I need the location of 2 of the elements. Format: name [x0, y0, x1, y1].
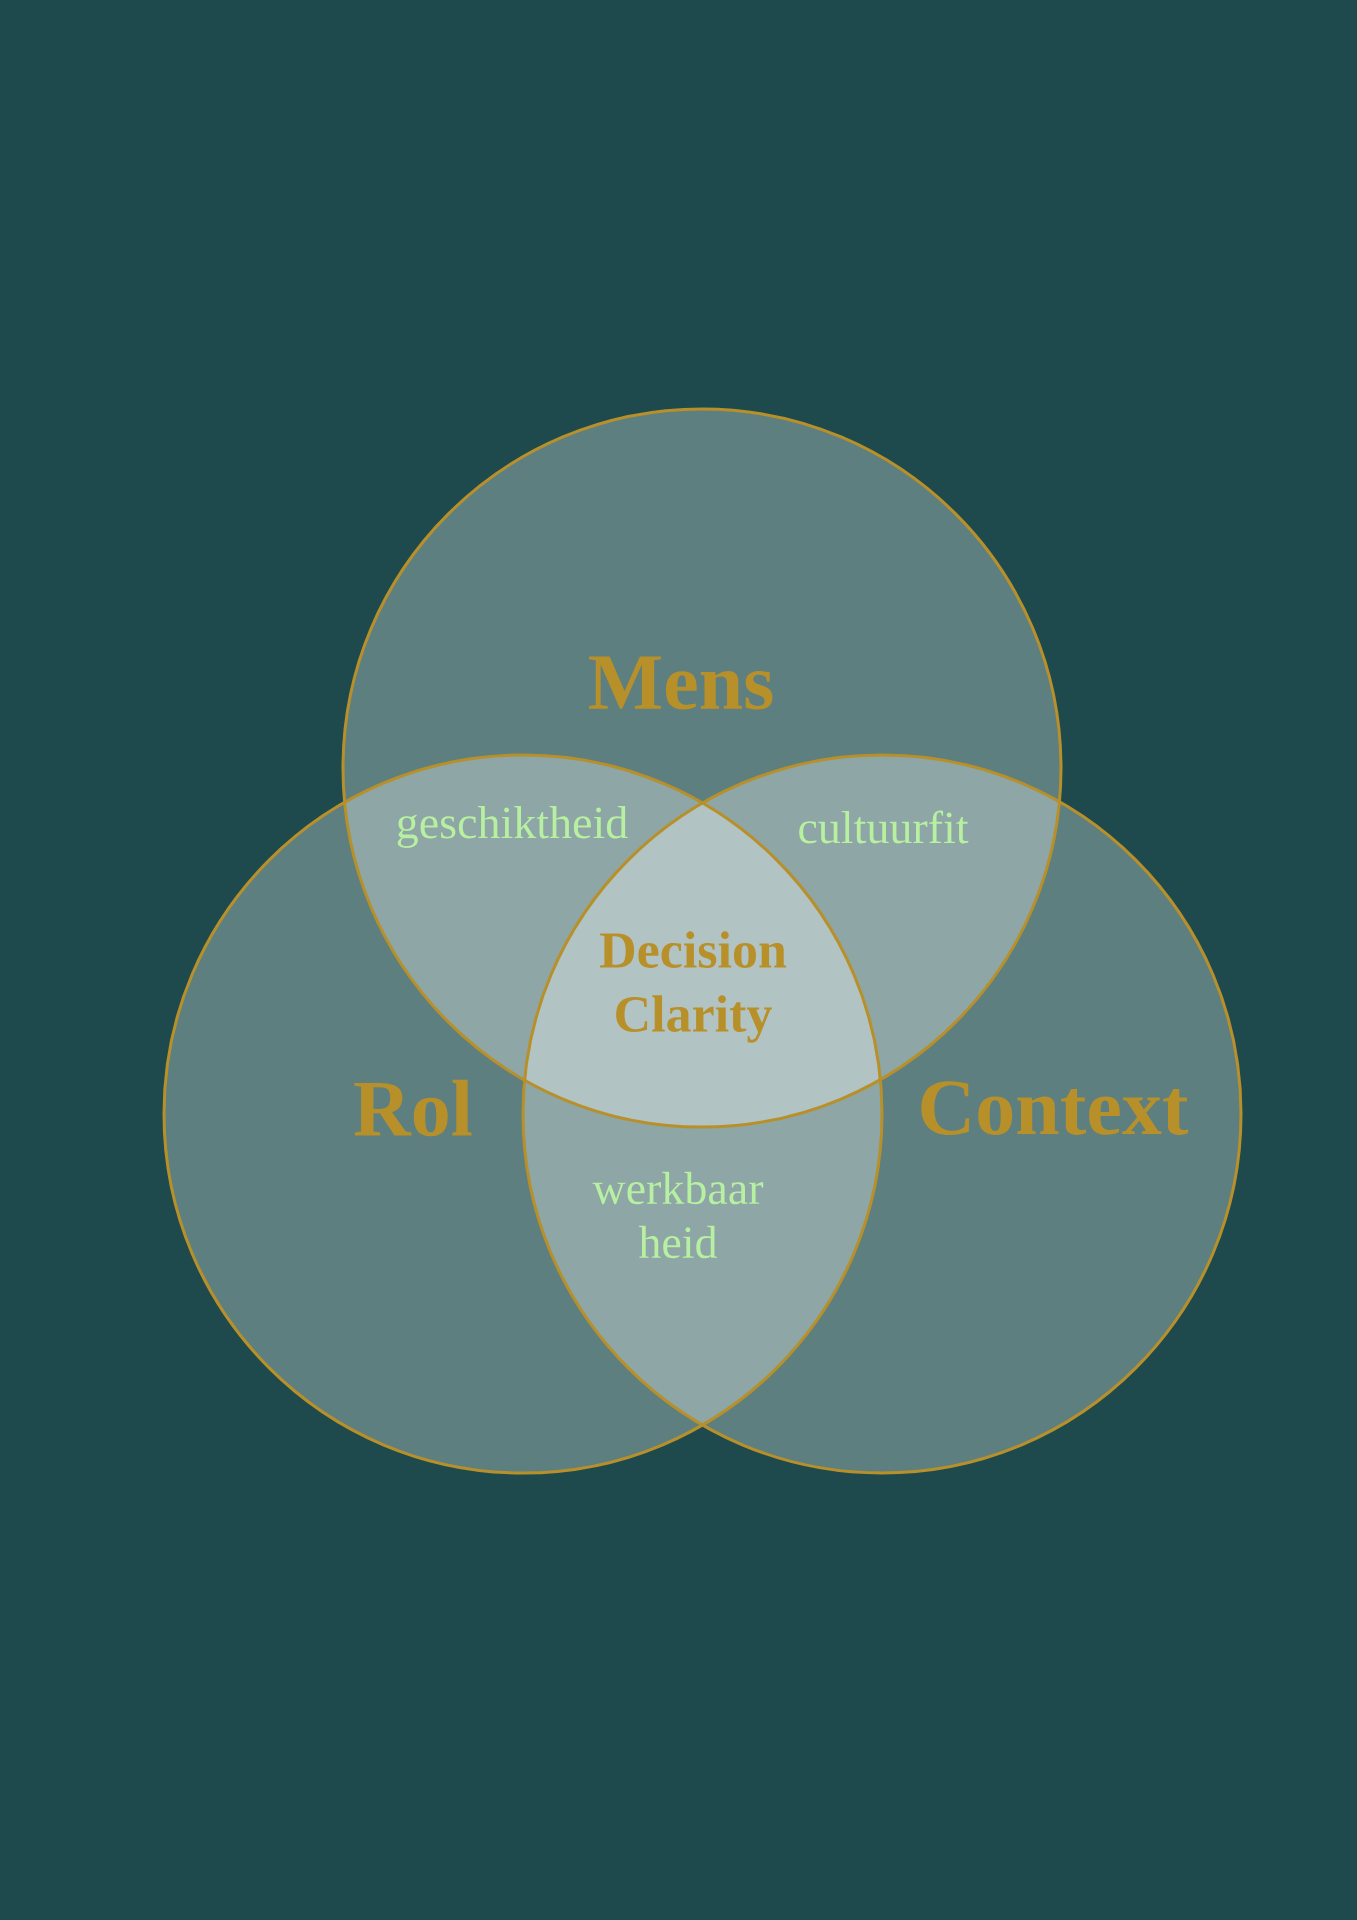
- region-label: Decision Clarity: [600, 931, 787, 1043]
- region-label: werkbaar heid: [592, 1171, 764, 1259]
